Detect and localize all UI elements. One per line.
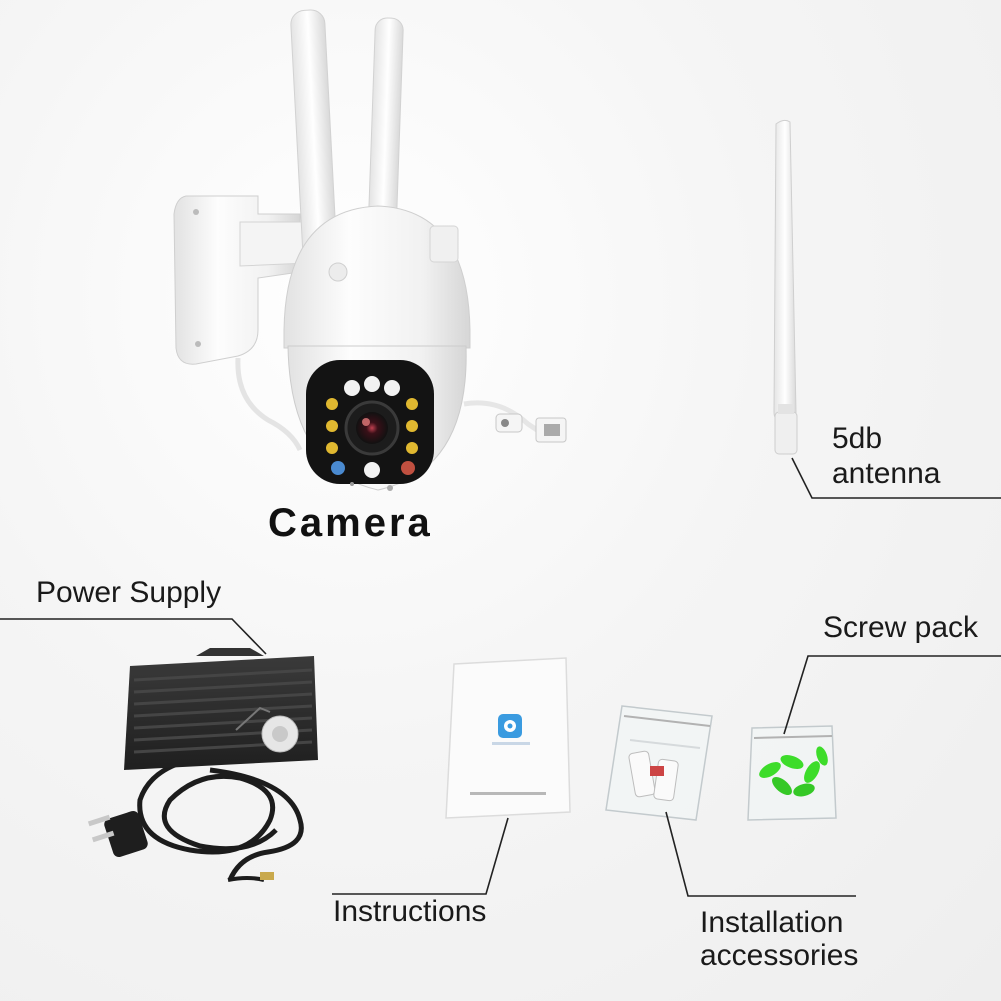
installation-accessories-label: Installation accessories xyxy=(700,906,858,972)
antenna-label: 5db antenna xyxy=(832,422,940,491)
installation-label-line1: Installation xyxy=(700,906,844,939)
screw-pack-label: Screw pack xyxy=(823,611,979,644)
installation-label-line2: accessories xyxy=(700,939,859,972)
manual-booklet-icon xyxy=(445,657,571,819)
instructions-leader-line xyxy=(332,817,509,895)
power-supply-leader-line xyxy=(0,618,267,655)
screw-pack-bag-icon xyxy=(747,725,837,821)
ptz-dome-camera-icon xyxy=(173,9,567,491)
power-adapter-icon xyxy=(87,648,318,882)
camera-label: Camera xyxy=(268,501,433,545)
instructions-label: Instructions xyxy=(333,895,487,928)
screw-pack-leader-line xyxy=(783,655,1001,735)
antenna-label-line2: antenna xyxy=(832,456,941,490)
antenna-label-line1: 5db xyxy=(832,422,883,455)
antenna-leader-line xyxy=(791,457,1001,499)
installation-leader-line xyxy=(665,811,856,897)
leader-lines xyxy=(0,457,1001,897)
installation-accessories-bag-icon xyxy=(605,705,713,821)
power-supply-label: Power Supply xyxy=(36,576,222,609)
wifi-antenna-icon xyxy=(773,119,798,455)
